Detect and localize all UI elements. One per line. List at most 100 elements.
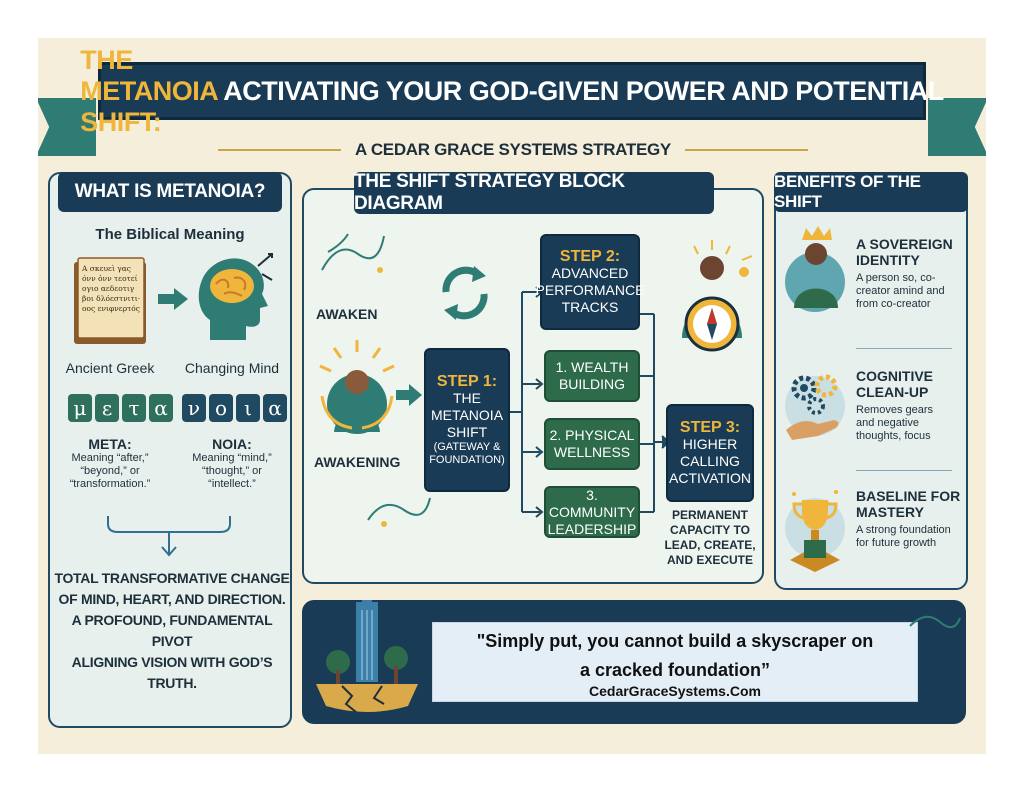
step1-line: SHIFT — [446, 424, 488, 440]
title-banner: THE METANOIA SHIFT: ACTIVATING YOUR GOD-… — [80, 45, 944, 137]
outcome-line: LEAD, CREATE, — [664, 538, 756, 552]
metanoia-summary: TOTAL TRANSFORMATIVE CHANGE OF MIND, HEA… — [54, 568, 290, 694]
benefit-title: A SOVEREIGN — [856, 236, 953, 252]
noia-letters: ν ο ι α — [182, 394, 287, 422]
benefit-sovereign-identity: A SOVEREIGN IDENTITY A person so, co- cr… — [856, 236, 966, 311]
cracked-foundation-skyscraper-icon — [312, 600, 422, 724]
benefit-desc-line: from co-creator — [856, 298, 931, 310]
shift-strategy-panel: THE SHIFT STRATEGY BLOCK DIAGRAM AWAKEN … — [302, 171, 764, 584]
ancient-scroll-icon: A σκευεὶ γας όνν ὀνν τεοτεί ογιο αεδεοτι… — [72, 256, 150, 346]
track-wealth-building: 1. WEALTH BUILDING — [544, 350, 640, 402]
benefit-cognitive-clean-up: COGNITIVE CLEAN-UP Removes gears and neg… — [856, 368, 966, 443]
awaken-label: AWAKEN — [316, 306, 378, 322]
step3-line: HIGHER — [682, 436, 738, 452]
summary-line: ALIGNING VISION WITH GOD’S TRUTH. — [71, 654, 273, 691]
greek-letter: τ — [122, 394, 146, 422]
outcome-line: AND EXECUTE — [666, 553, 753, 567]
noia-desc: “thought,” or — [202, 465, 262, 477]
track-line: LEADERSHIP — [547, 520, 637, 537]
benefit-desc-line: and negative — [856, 417, 919, 429]
benefit-title: BASELINE FOR — [856, 488, 961, 504]
subtitle-line: A CEDAR GRACE SYSTEMS STRATEGY — [218, 140, 809, 160]
step2-box: STEP 2: ADVANCED PERFORMANCE TRACKS — [536, 234, 644, 330]
benefit-desc: A person so, co- creator amind and from … — [856, 272, 966, 311]
benefit-title: IDENTITY — [856, 252, 920, 268]
greek-letter: ο — [209, 394, 233, 422]
book-line: όνν ὀνν τεοτεί — [82, 274, 138, 283]
track-community-leadership: 3. COMMUNITY LEADERSHIP — [544, 486, 640, 538]
crowned-person-icon — [782, 226, 848, 320]
quote-box: "Simply put, you cannot build a skyscrap… — [432, 622, 918, 702]
what-is-metanoia-panel: WHAT IS METANOIA? The Biblical Meaning A… — [48, 172, 292, 728]
step1-line: THE — [453, 390, 481, 406]
benefit-title: COGNITIVE — [856, 368, 934, 384]
arrow-to-step1-icon — [394, 382, 424, 412]
benefit-desc-line: A strong foundation — [856, 524, 951, 536]
step1-label: STEP 1: — [436, 373, 498, 390]
benefit-desc-line: A person so, co- — [856, 272, 936, 284]
track-physical-wellness: 2. PHYSICAL WELLNESS — [544, 418, 640, 470]
title-highlight: THE METANOIA SHIFT: — [80, 44, 218, 137]
outcome-line: PERMANENT — [671, 508, 748, 522]
step2-line: TRACKS — [561, 299, 619, 315]
benefit-divider — [856, 348, 952, 349]
summary-line: TOTAL TRANSFORMATIVE CHANGE — [54, 570, 290, 586]
center-panel-heading: THE SHIFT STRATEGY BLOCK DIAGRAM — [354, 171, 714, 214]
step1-note: FOUNDATION) — [429, 454, 505, 466]
infographic-poster: THE METANOIA SHIFT: ACTIVATING YOUR GOD-… — [38, 38, 986, 754]
greek-letter: α — [263, 394, 287, 422]
meta-title: META: — [88, 436, 132, 452]
step3-box: STEP 3: HIGHER CALLING ACTIVATION — [666, 404, 754, 502]
benefit-desc-line: Removes gears — [856, 404, 934, 416]
thinking-head-icon — [192, 250, 282, 350]
meta-letters: μ ε τ α — [68, 394, 173, 422]
step2-line: PERFORMANCE — [535, 282, 645, 298]
noia-definition: NOIA: Meaning “mind,” “thought,” or “int… — [180, 436, 284, 491]
benefit-desc-line: for future growth — [856, 537, 937, 549]
step2-line: ADVANCED — [551, 265, 629, 281]
changing-mind-label: Changing Mind — [184, 360, 280, 376]
track-line: WELLNESS — [553, 444, 631, 460]
quote-line: "Simply put, you cannot build a skyscrap… — [476, 631, 874, 651]
benefit-desc-line: creator amind and — [856, 285, 945, 297]
outcome-text: PERMANENT CAPACITY TO LEAD, CREATE, AND … — [660, 508, 760, 568]
benefit-title: MASTERY — [856, 504, 924, 520]
merge-bracket-icon — [104, 514, 234, 564]
step1-line: METANOIA — [430, 407, 504, 423]
meta-definition: META: Meaning “after,” “beyond,” or “tra… — [60, 436, 160, 491]
track-line: 3. COMMUNITY — [548, 486, 636, 520]
swirl-decoration-icon — [906, 606, 962, 650]
gears-hand-icon — [782, 360, 848, 450]
meta-desc: “beyond,” or — [80, 465, 140, 477]
subtitle: A CEDAR GRACE SYSTEMS STRATEGY — [355, 140, 671, 159]
swirl-decoration-icon — [364, 490, 434, 534]
step3-line: CALLING — [680, 453, 740, 469]
step1-box: STEP 1: THE METANOIA SHIFT (GATEWAY & FO… — [424, 348, 510, 492]
benefit-desc-line: thoughts, focus — [856, 430, 931, 442]
ancient-greek-label: Ancient Greek — [65, 360, 155, 376]
awakening-person-icon — [312, 336, 402, 440]
greek-letter: ι — [236, 394, 260, 422]
subtitle-rule-right — [684, 149, 809, 151]
outcome-line: CAPACITY TO — [669, 523, 750, 537]
greek-letter: α — [149, 394, 173, 422]
book-line: ογιο αεδεοτιγ — [82, 284, 135, 293]
left-panel-heading: WHAT IS METANOIA? — [58, 172, 282, 212]
subtitle-rule-left — [218, 149, 342, 151]
meta-desc: Meaning “after,” — [71, 452, 149, 464]
quote-panel: "Simply put, you cannot build a skyscrap… — [302, 600, 966, 724]
book-line: βοι δλόεστνιτι· — [82, 294, 141, 303]
step2-label: STEP 2: — [559, 248, 621, 265]
greek-letter: ε — [95, 394, 119, 422]
benefit-baseline-for-mastery: BASELINE FOR MASTERY A strong foundation… — [856, 488, 966, 550]
website-label: CedarGraceSystems.Com — [589, 683, 761, 699]
ribbon-tail-right — [928, 98, 986, 156]
track-line: BUILDING — [558, 376, 626, 392]
noia-desc: “intellect.” — [208, 478, 256, 490]
quote-line: a cracked foundation” — [579, 660, 771, 680]
greek-letter: ν — [182, 394, 206, 422]
branch-connector — [510, 282, 544, 526]
benefit-title: CLEAN-UP — [856, 384, 929, 400]
swirl-decoration-icon — [318, 230, 388, 284]
book-line: A σκευεὶ γας — [82, 264, 132, 273]
